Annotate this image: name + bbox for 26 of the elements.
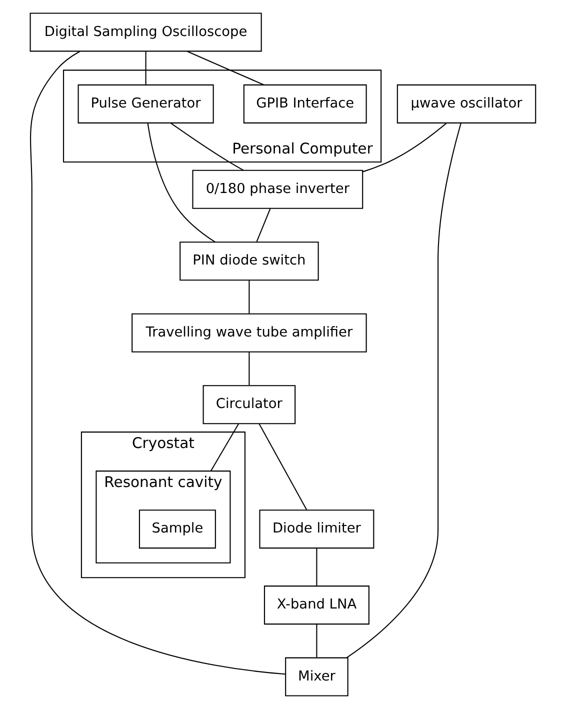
connector <box>248 352 250 385</box>
connector <box>316 548 318 586</box>
connector <box>147 122 216 242</box>
node-box: Pulse Generator <box>78 84 214 123</box>
connector <box>256 208 271 242</box>
connector <box>258 422 308 510</box>
connector <box>145 51 146 84</box>
connector <box>210 422 240 471</box>
node-box: Circulator <box>202 384 296 424</box>
node-box: X-band LNA <box>264 585 370 624</box>
connector <box>187 50 264 85</box>
node-box: PIN diode switch <box>180 241 319 280</box>
node-box: Diode limiter <box>259 509 374 548</box>
connector <box>30 50 286 674</box>
node-box: 0/180 phase inverter <box>192 169 364 208</box>
node-box: Digital Sampling Oscilloscope <box>30 12 262 52</box>
node-box: µwave oscillator <box>396 84 536 123</box>
connector <box>316 624 318 657</box>
connector <box>362 122 447 172</box>
node-box: Sample <box>138 509 216 548</box>
connector <box>346 122 462 658</box>
connector <box>170 122 244 170</box>
node-box: GPIB Interface <box>243 84 367 123</box>
node-box: Mixer <box>285 656 348 696</box>
node-box: Travelling wave tube amplifier <box>132 312 367 352</box>
connector <box>248 280 250 313</box>
